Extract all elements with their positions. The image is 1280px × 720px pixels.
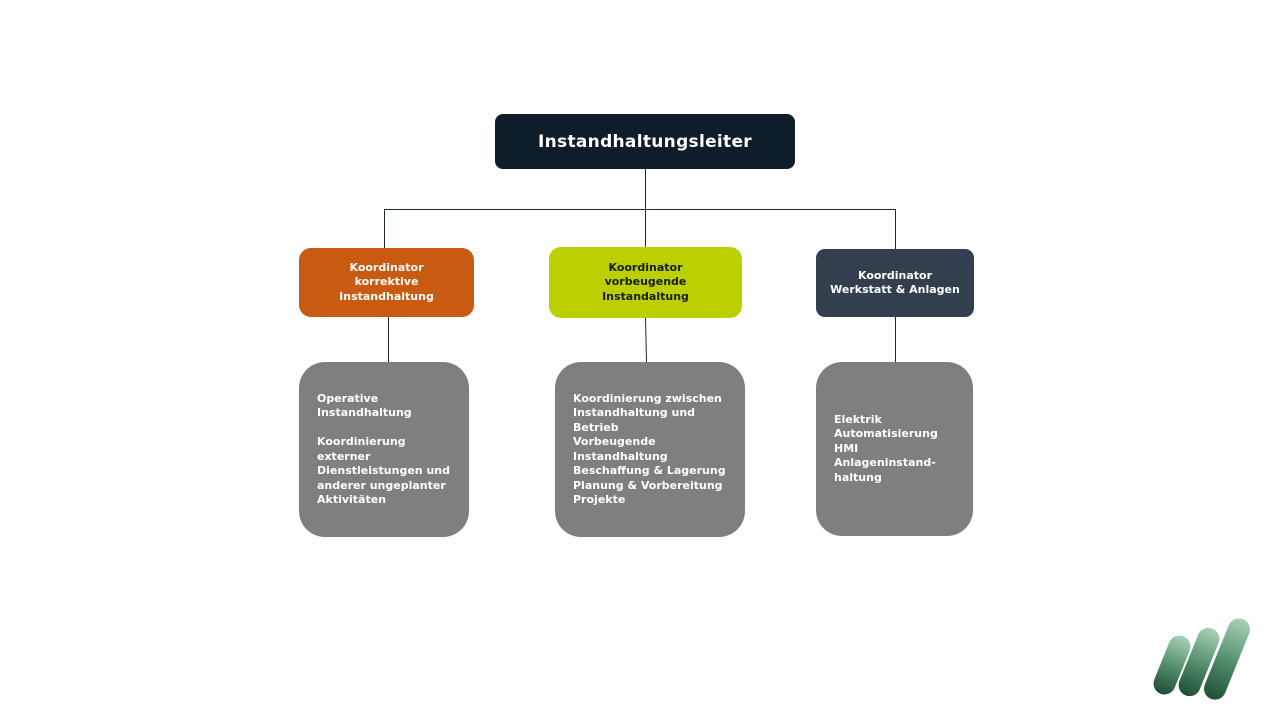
task-list: Koordinierung zwischen Instandhaltung un… (573, 392, 726, 508)
task-item: Instandhaltung (317, 406, 412, 419)
task-item: Anlageninstand- (834, 456, 936, 470)
task-item: Betrieb (573, 420, 619, 434)
task-item: Vorbeugende (573, 435, 656, 448)
task-list: Elektrik Automatisierung HMI Anlageninst… (834, 413, 938, 486)
coordinator-label-line: vorbeugende (604, 275, 687, 289)
coordinator-label-line: Koordinator (608, 260, 683, 274)
coordinator-corrective-node: Koordinator korrektive Instandhaltung (299, 248, 474, 317)
coordinator-label-line: korrektive (354, 275, 419, 289)
coordinator-label-line: Instandaltung (602, 289, 689, 303)
task-item: Koordinierung zwischen (573, 391, 722, 405)
task-item: Elektrik (834, 412, 882, 426)
three-slanted-bars-logo-icon (1153, 618, 1250, 700)
task-item: Instandhaltung und (573, 406, 696, 419)
coordinator-label-line: Instandhaltung (339, 289, 434, 303)
task-list: Operative Instandhaltung Koordinierung e… (317, 392, 450, 508)
task-item: Automatisierung (834, 427, 938, 441)
root-title: Instandhaltungsleiter (538, 131, 752, 152)
task-item: externer (317, 449, 371, 463)
coordinator-preventive-node: Koordinator vorbeugende Instandaltung (549, 247, 742, 318)
task-item: Projekte (573, 493, 626, 506)
tasks-workshop-node: Elektrik Automatisierung HMI Anlageninst… (816, 362, 973, 536)
tasks-corrective-node: Operative Instandhaltung Koordinierung e… (299, 362, 469, 537)
tasks-preventive-node: Koordinierung zwischen Instandhaltung un… (555, 362, 745, 537)
root-node: Instandhaltungsleiter (495, 114, 795, 169)
coordinator-label-line: Koordinator (349, 260, 424, 274)
task-item: Aktivitäten (317, 493, 387, 506)
task-item: Planung & Vorbereitung (573, 478, 723, 492)
center-task-line (645, 317, 647, 363)
task-item: Koordinierung (317, 435, 406, 448)
task-item: haltung (834, 470, 882, 484)
task-item: Operative (317, 391, 379, 405)
task-item: HMI (834, 441, 859, 455)
coordinator-label-line: Koordinator (857, 268, 932, 282)
task-item: anderer ungeplanter (317, 478, 446, 492)
task-item: Instandhaltung (573, 449, 668, 463)
task-item: Dienstleistungen und (317, 464, 450, 477)
task-item: Beschaffung & Lagerung (573, 464, 726, 477)
task-spacer (317, 421, 450, 436)
coordinator-workshop-node: Koordinator Werkstatt & Anlagen (816, 249, 974, 317)
coordinator-label-line: Werkstatt & Anlagen (830, 283, 960, 296)
